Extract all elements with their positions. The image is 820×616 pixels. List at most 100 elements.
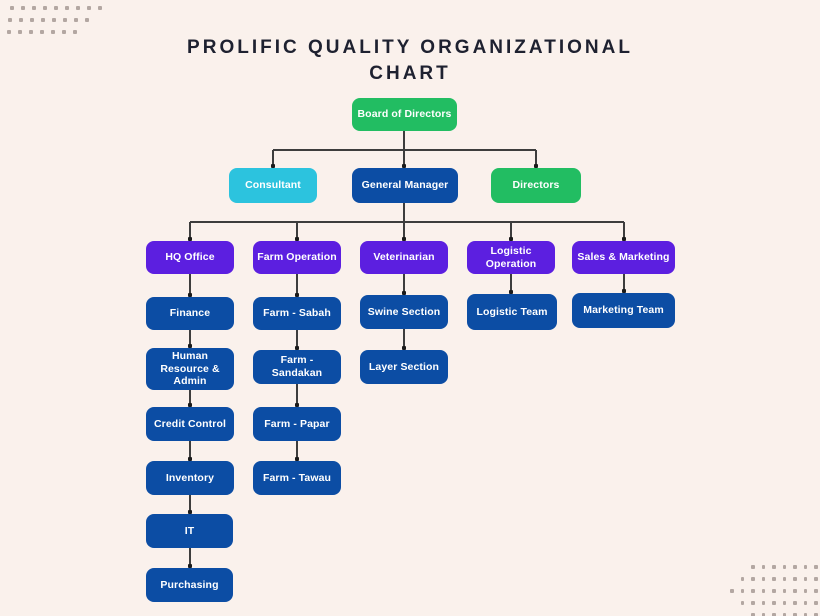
connector-line [189,548,191,568]
connector-line [189,330,191,348]
connector-joint-dot [295,293,299,297]
pattern-dot [10,6,14,10]
pattern-dot [772,577,776,581]
pattern-dot [803,601,807,605]
pattern-dot [85,18,89,22]
pattern-dot [751,577,755,581]
org-node-finance: Finance [146,297,234,330]
pattern-dot [814,565,818,569]
pattern-dot [761,577,765,581]
page-title-line2: CHART [369,63,451,84]
pattern-dot [751,565,755,569]
connector-joint-dot [188,564,192,568]
connector-line [272,150,274,168]
org-node-farm-papar: Farm - Papar [253,407,341,441]
page-title: PROLIFIC QUALITY ORGANIZATIONAL CHART [0,35,820,87]
pattern-dot [751,613,755,616]
pattern-dot [772,565,776,569]
pattern-dot [29,30,33,34]
pattern-dot [782,565,786,569]
pattern-dot [32,6,36,10]
connector-line [623,222,625,241]
connector-joint-dot [509,290,513,294]
pattern-dot [782,601,786,605]
pattern-dot [73,30,77,34]
pattern-dot [63,18,67,22]
connector-line [189,495,191,514]
org-node-hr-admin: Human Resource & Admin [146,348,234,390]
connector-joint-dot [188,293,192,297]
org-node-it: IT [146,514,233,548]
pattern-dot [772,613,776,616]
pattern-dot [782,613,786,616]
pattern-dot [18,30,22,34]
pattern-dot [74,18,78,22]
connector-joint-dot [295,403,299,407]
org-node-layer-section: Layer Section [360,350,448,384]
connector-line [189,390,191,407]
pattern-dot [21,6,25,10]
pattern-dot [740,589,744,593]
pattern-dot [761,601,765,605]
pattern-dot [793,601,797,605]
pattern-dot [740,601,744,605]
pattern-dot [782,589,786,593]
pattern-dot [30,18,34,22]
org-node-logistic-team: Logistic Team [467,294,557,330]
org-node-inventory: Inventory [146,461,234,495]
connector-line [189,441,191,461]
pattern-dot [8,18,12,22]
pattern-dot [40,30,44,34]
connector-line [296,222,298,241]
pattern-dot [814,577,818,581]
connector-joint-dot [402,346,406,350]
pattern-dot [730,589,734,593]
pattern-dot [814,613,818,616]
pattern-dot [76,6,80,10]
connector-joint-dot [622,237,626,241]
connector-joint-dot [188,457,192,461]
pattern-dot [19,18,23,22]
pattern-dot [803,589,807,593]
connector-joint-dot [402,237,406,241]
connector-line [623,274,625,293]
connector-line [296,274,298,297]
connector-joint-dot [509,237,513,241]
org-node-directors: Directors [491,168,581,203]
connector-line [273,149,536,151]
connector-line [510,274,512,294]
connector-joint-dot [295,237,299,241]
pattern-dot [41,18,45,22]
pattern-dot [761,589,765,593]
pattern-dot [793,589,797,593]
pattern-dot [65,6,69,10]
org-node-veterinarian: Veterinarian [360,241,448,274]
connector-line [296,441,298,461]
connector-joint-dot [188,403,192,407]
connector-line [189,274,191,297]
connector-line [190,221,624,223]
connector-line [403,274,405,295]
pattern-dot [814,589,818,593]
org-node-consultant: Consultant [229,168,317,203]
connector-joint-dot [402,164,406,168]
pattern-dot [62,30,66,34]
org-node-farm-operation: Farm Operation [253,241,341,274]
connector-joint-dot [188,510,192,514]
org-node-credit-control: Credit Control [146,407,234,441]
pattern-dot [43,6,47,10]
org-node-logistic-operation: Logistic Operation [467,241,555,274]
pattern-dot [751,589,755,593]
pattern-dot [803,577,807,581]
pattern-dot [814,601,818,605]
org-node-purchasing: Purchasing [146,568,233,602]
org-node-farm-sandakan: Farm - Sandakan [253,350,341,384]
connector-joint-dot [534,164,538,168]
pattern-dot [54,6,58,10]
pattern-dot [740,577,744,581]
pattern-dot [793,613,797,616]
pattern-dot [803,565,807,569]
pattern-dot [772,589,776,593]
pattern-dot [793,577,797,581]
